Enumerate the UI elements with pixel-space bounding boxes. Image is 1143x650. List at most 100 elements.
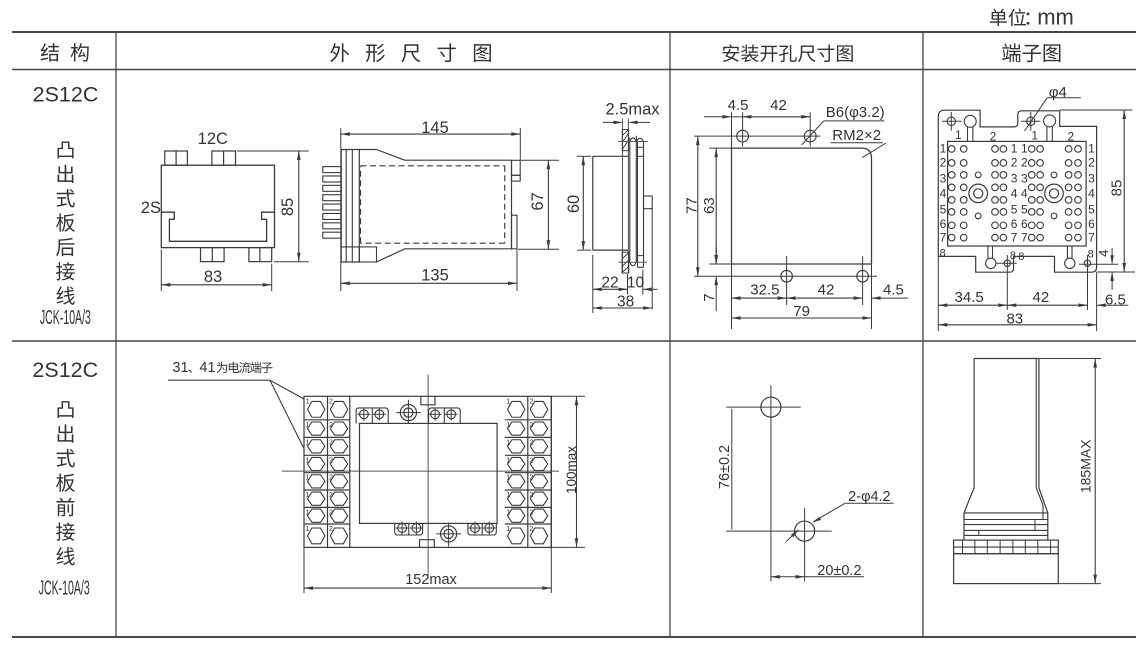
svg-text:1: 1 bbox=[506, 457, 510, 464]
svg-text:10: 10 bbox=[627, 274, 645, 291]
svg-text:7: 7 bbox=[940, 230, 947, 244]
svg-text:83: 83 bbox=[204, 268, 222, 286]
svg-text:83: 83 bbox=[1006, 311, 1023, 328]
svg-text:1: 1 bbox=[306, 526, 310, 533]
svg-text:φ4: φ4 bbox=[1049, 84, 1067, 101]
svg-text:3: 3 bbox=[1011, 171, 1018, 185]
svg-text:31: 31 bbox=[172, 360, 188, 376]
svg-text:2-φ4.2: 2-φ4.2 bbox=[848, 489, 890, 505]
svg-text:JCK-10A/3: JCK-10A/3 bbox=[40, 307, 91, 329]
svg-text:2: 2 bbox=[529, 439, 533, 446]
svg-text:2: 2 bbox=[329, 439, 333, 446]
svg-text:1: 1 bbox=[306, 457, 310, 464]
svg-text:2S: 2S bbox=[141, 199, 161, 217]
svg-text:1: 1 bbox=[955, 128, 962, 142]
svg-text:1: 1 bbox=[506, 475, 510, 482]
svg-text:6.5: 6.5 bbox=[1105, 291, 1126, 308]
svg-text:1: 1 bbox=[506, 526, 510, 533]
svg-text:1: 1 bbox=[506, 398, 510, 405]
svg-text:8: 8 bbox=[1018, 251, 1024, 263]
svg-text:2: 2 bbox=[1011, 156, 1018, 170]
svg-text:7: 7 bbox=[1088, 230, 1095, 244]
svg-text:79: 79 bbox=[793, 303, 810, 320]
svg-text:1: 1 bbox=[506, 439, 510, 446]
svg-text:8: 8 bbox=[940, 248, 946, 260]
svg-text:2S12C: 2S12C bbox=[32, 358, 98, 382]
svg-text:4.5: 4.5 bbox=[728, 97, 749, 114]
svg-text:85: 85 bbox=[1109, 180, 1126, 197]
svg-text:6: 6 bbox=[1021, 217, 1028, 231]
svg-text:76±0.2: 76±0.2 bbox=[717, 445, 733, 489]
svg-text:41: 41 bbox=[199, 360, 215, 376]
svg-text:1: 1 bbox=[306, 509, 310, 516]
svg-text:2: 2 bbox=[329, 475, 333, 482]
svg-text:B6(φ3.2): B6(φ3.2) bbox=[826, 104, 885, 121]
svg-text:4: 4 bbox=[1011, 187, 1018, 201]
svg-text:1: 1 bbox=[940, 142, 947, 156]
svg-text:185MAX: 185MAX bbox=[1078, 439, 1094, 493]
svg-text:1: 1 bbox=[1011, 142, 1018, 156]
svg-text:38: 38 bbox=[617, 294, 634, 311]
svg-text:1: 1 bbox=[306, 492, 310, 499]
svg-text:2S12C: 2S12C bbox=[33, 83, 99, 107]
svg-text:60: 60 bbox=[565, 195, 583, 213]
svg-text:2: 2 bbox=[529, 398, 533, 405]
svg-text:2: 2 bbox=[940, 156, 947, 170]
svg-text:4: 4 bbox=[940, 187, 947, 201]
svg-text:20±0.2: 20±0.2 bbox=[817, 563, 861, 579]
svg-text:7: 7 bbox=[701, 293, 718, 301]
svg-text:3: 3 bbox=[940, 171, 947, 185]
svg-text:2: 2 bbox=[529, 457, 533, 464]
svg-text:63: 63 bbox=[701, 197, 718, 214]
svg-text:2: 2 bbox=[329, 526, 333, 533]
svg-text:77: 77 bbox=[684, 197, 701, 214]
svg-text:4.5: 4.5 bbox=[883, 282, 904, 299]
svg-text:7: 7 bbox=[1021, 230, 1028, 244]
svg-text:6: 6 bbox=[940, 217, 947, 231]
svg-text:1: 1 bbox=[306, 422, 310, 429]
svg-text:6: 6 bbox=[1011, 217, 1018, 231]
svg-text:2: 2 bbox=[1068, 130, 1075, 144]
svg-text:2: 2 bbox=[529, 475, 533, 482]
svg-text:5: 5 bbox=[1011, 203, 1018, 217]
svg-text:8: 8 bbox=[1088, 249, 1094, 261]
svg-text:2: 2 bbox=[529, 509, 533, 516]
svg-text:2: 2 bbox=[329, 398, 333, 405]
svg-text:2: 2 bbox=[990, 130, 997, 144]
svg-text:2.5max: 2.5max bbox=[605, 101, 660, 119]
svg-text:42: 42 bbox=[1033, 289, 1050, 306]
svg-text:1: 1 bbox=[306, 398, 310, 405]
svg-text:22: 22 bbox=[601, 274, 618, 291]
svg-text:2: 2 bbox=[329, 509, 333, 516]
svg-text:42: 42 bbox=[770, 97, 787, 114]
svg-text:2: 2 bbox=[529, 526, 533, 533]
svg-text:85: 85 bbox=[279, 198, 297, 216]
svg-text:42: 42 bbox=[818, 282, 835, 299]
svg-text:3: 3 bbox=[1021, 171, 1028, 185]
svg-text:mm: mm bbox=[1037, 5, 1074, 30]
svg-text:2: 2 bbox=[1021, 156, 1028, 170]
svg-text:1: 1 bbox=[506, 509, 510, 516]
svg-text:2: 2 bbox=[329, 457, 333, 464]
svg-text:2: 2 bbox=[329, 492, 333, 499]
svg-text:2: 2 bbox=[329, 422, 333, 429]
svg-text:2: 2 bbox=[1088, 156, 1095, 170]
svg-text:5: 5 bbox=[940, 203, 947, 217]
svg-text:100max: 100max bbox=[564, 446, 579, 494]
svg-text:1: 1 bbox=[506, 492, 510, 499]
svg-text:152max: 152max bbox=[405, 572, 457, 588]
svg-text:3: 3 bbox=[1088, 171, 1095, 185]
svg-text:6: 6 bbox=[1088, 217, 1095, 231]
svg-text:67: 67 bbox=[529, 192, 547, 210]
svg-text:1: 1 bbox=[1021, 142, 1028, 156]
svg-text:1: 1 bbox=[306, 475, 310, 482]
svg-text:145: 145 bbox=[421, 119, 449, 137]
svg-text:4: 4 bbox=[1021, 187, 1028, 201]
svg-text:1: 1 bbox=[306, 439, 310, 446]
svg-text:RM2×2: RM2×2 bbox=[832, 127, 881, 144]
svg-text:4: 4 bbox=[1088, 187, 1095, 201]
svg-text:1: 1 bbox=[1088, 142, 1095, 156]
svg-text:7: 7 bbox=[1011, 230, 1018, 244]
svg-text:34.5: 34.5 bbox=[954, 289, 983, 306]
svg-text:5: 5 bbox=[1021, 203, 1028, 217]
